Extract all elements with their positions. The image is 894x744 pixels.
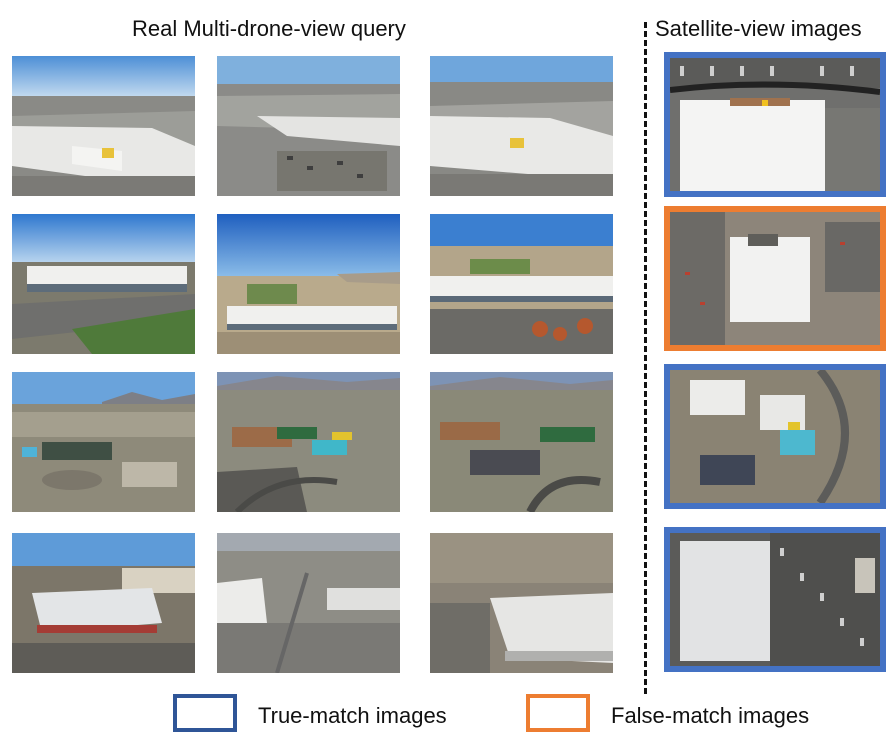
drone-photo-r2-c2: [217, 214, 400, 354]
legend-true-match-label: True-match images: [258, 703, 447, 728]
drone-photo-r3-c3: [430, 372, 613, 512]
satellite-title: Satellite-view images: [655, 16, 862, 41]
satellite-image-2: [664, 206, 886, 351]
satellite-image-3: [664, 364, 886, 509]
drone-photo-r2-c1: [12, 214, 195, 354]
drone-photo-r4-c2: [217, 533, 400, 673]
section-divider: [644, 22, 647, 694]
drone-query-title: Real Multi-drone-view query: [132, 16, 406, 41]
drone-photo-r1-c1: [12, 56, 195, 196]
drone-photo-r3-c2: [217, 372, 400, 512]
drone-photo-r2-c3: [430, 214, 613, 354]
drone-photo-r4-c1: [12, 533, 195, 673]
legend-false-match-swatch: [526, 694, 590, 732]
legend-false-match-label: False-match images: [611, 703, 810, 728]
satellite-image-4: [664, 527, 886, 672]
drone-photo-r1-c3: [430, 56, 613, 196]
drone-photo-r1-c2: [217, 56, 400, 196]
legend-true-match-swatch: [173, 694, 237, 732]
drone-photo-r3-c1: [12, 372, 195, 512]
drone-photo-r4-c3: [430, 533, 613, 673]
satellite-image-1: [664, 52, 886, 197]
